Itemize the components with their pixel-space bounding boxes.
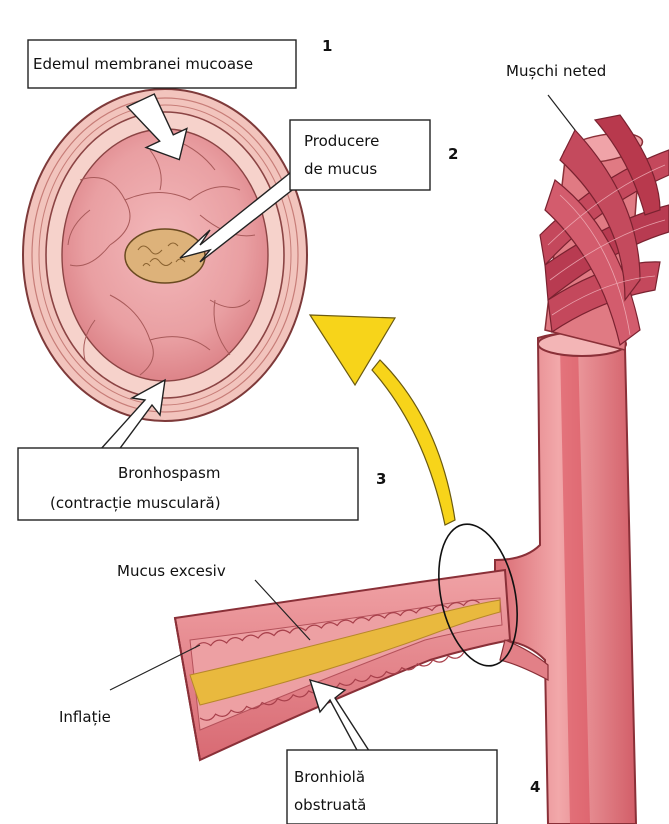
mucus-plug	[125, 229, 205, 283]
number-3: 3	[376, 470, 386, 488]
label-mucosal-edema: Edemul membranei mucoase	[33, 51, 253, 77]
label-excess-mucus: Mucus excesiv	[117, 558, 226, 584]
label-inflammation: Inflație	[59, 704, 111, 730]
label-bronchospasm-line2: (contracție musculară)	[50, 490, 221, 516]
label-smooth-muscle: Mușchi neted	[506, 58, 606, 84]
label-obstructed-line1: Bronhiolă	[294, 764, 365, 790]
number-1: 1	[322, 37, 332, 55]
label-mucus-production-line1: Producere	[304, 128, 379, 154]
label-mucus-production-line2: de mucus	[304, 156, 377, 182]
label-obstructed-line2: obstruată	[294, 792, 366, 818]
number-4: 4	[530, 778, 540, 796]
number-2: 2	[448, 145, 458, 163]
label-bronchospasm-line1: Bronhospasm	[118, 460, 220, 486]
